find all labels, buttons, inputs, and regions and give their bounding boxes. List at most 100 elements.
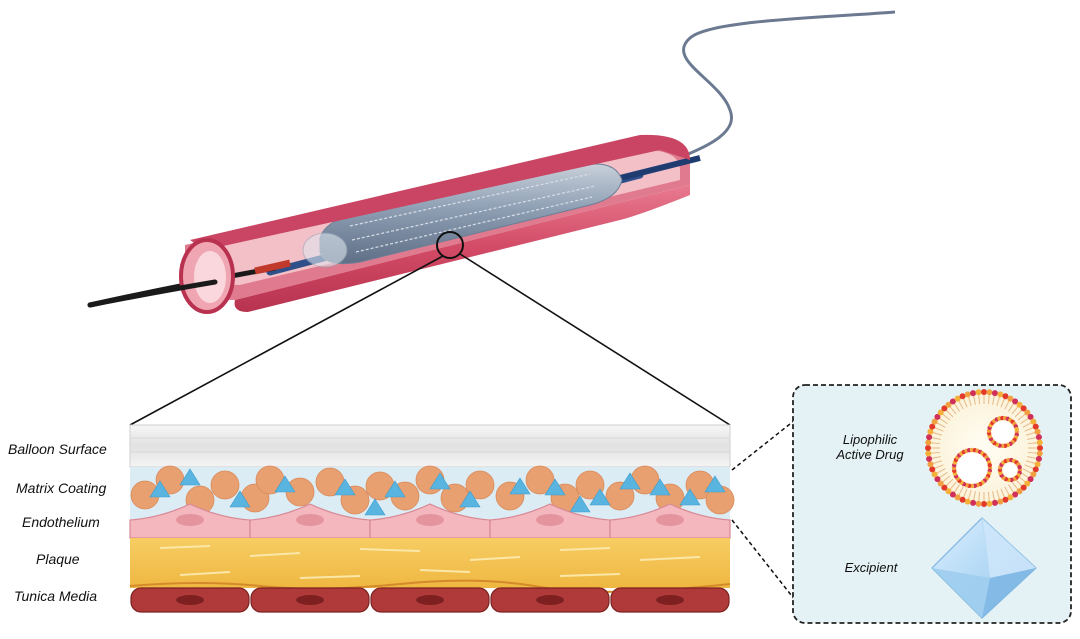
micelle-head (964, 391, 971, 398)
drug-particle (465, 470, 495, 500)
micelle-head (1032, 423, 1039, 430)
endothelial-nucleus (536, 514, 564, 526)
drug-particle (575, 470, 605, 500)
plaque-streaks (159, 545, 701, 579)
excipient-particle (544, 478, 566, 496)
micelle-head (1030, 471, 1037, 478)
label-balloon-surface: Balloon Surface (8, 441, 107, 457)
micelle-head (1034, 461, 1041, 468)
micelle-head (1020, 405, 1027, 412)
legend-drug-line1: Lipophilic (842, 432, 898, 447)
micelle-head (1034, 428, 1041, 435)
excipient-crystal-icon (931, 517, 1037, 619)
micelle-head (970, 390, 977, 397)
micelle-head (1036, 450, 1043, 457)
micelle-head (941, 405, 948, 412)
micelle-head (934, 413, 941, 420)
balloon-texture (349, 173, 596, 253)
vesicle-core (1003, 463, 1017, 477)
excipient-particle (229, 490, 251, 508)
vessel-top-wall (190, 134, 690, 250)
micelle-head (1007, 395, 1014, 402)
micelle-head (937, 409, 944, 416)
endothelial-nucleus (416, 514, 444, 526)
micelle-head (1002, 496, 1009, 503)
excipient-particle (704, 475, 726, 493)
tunica-media-layer (130, 587, 730, 613)
guidewire-front (87, 279, 218, 308)
legend-drug-label: Lipophilic Active Drug (822, 432, 918, 462)
micelle-head (1012, 491, 1019, 498)
micelle-head (1035, 434, 1042, 441)
zoom-line-left (129, 255, 444, 426)
micelle-head (1024, 480, 1031, 487)
legend-drug-line2: Active Drug (836, 447, 904, 462)
cross-section (129, 424, 735, 613)
micelle-head (926, 455, 933, 462)
vesicle-core (957, 453, 987, 483)
micelle-head (929, 466, 936, 473)
micelle-head (927, 461, 934, 468)
excipient-particle (509, 477, 531, 495)
guidewire-tail (659, 10, 896, 167)
smooth-muscle-nucleus (536, 595, 564, 605)
micelle-head (954, 395, 961, 402)
micelle-head (1035, 455, 1042, 462)
micelle-head (929, 423, 936, 430)
matrix-particles (130, 465, 735, 516)
excipient-particle (384, 480, 406, 498)
endothelium-layer (129, 503, 731, 539)
excipient-particle (589, 488, 611, 506)
label-matrix-coating: Matrix Coating (16, 480, 107, 496)
plaque-layer (130, 538, 730, 588)
endothelial-nucleus (656, 514, 684, 526)
micelle-head (981, 501, 987, 507)
catheter-tip (254, 259, 291, 275)
zoom-circle (436, 231, 464, 259)
micelle-head (934, 476, 941, 483)
micelle-head (981, 389, 987, 395)
micelle-head (927, 428, 934, 435)
micelle-head (970, 499, 977, 506)
endothelial-nucleus (176, 514, 204, 526)
smooth-muscle-nucleus (176, 595, 204, 605)
smooth-muscle-nucleus (656, 595, 684, 605)
micelle-head (925, 445, 931, 451)
legend-box (792, 384, 1072, 624)
micelle-head (1024, 409, 1031, 416)
micelle-head (997, 391, 1004, 398)
micelle-head (937, 480, 944, 487)
excipient-particle (334, 478, 356, 496)
legend-connector-top (731, 419, 796, 471)
excipient-particle (619, 472, 641, 490)
excipient-particle (364, 498, 386, 516)
vessel-lumen (194, 251, 226, 303)
micelle-head (1012, 398, 1019, 405)
micelle-head (1016, 488, 1023, 495)
micelle-head (931, 418, 938, 425)
micelle-head (945, 488, 952, 495)
excipient-particle (179, 468, 201, 486)
vesicle-head (987, 462, 992, 468)
micelle-head (949, 491, 956, 498)
micelle-head (1027, 413, 1034, 420)
micelle-head (945, 401, 952, 408)
micelle-head (1027, 476, 1034, 483)
micelle-head (1037, 445, 1043, 451)
catheter-shaft-right (611, 155, 701, 183)
micelle-head (959, 496, 966, 503)
micelle-head (975, 389, 982, 396)
micelle-head (991, 390, 998, 397)
micelle-head (975, 500, 982, 507)
micelle-head (1030, 418, 1037, 425)
excipient-particle (274, 475, 296, 493)
balloon-cone (302, 232, 348, 268)
endothelial-nucleus (296, 514, 324, 526)
micelle-head (997, 498, 1004, 505)
micelle-head (986, 389, 993, 396)
micelle-head (1036, 439, 1043, 446)
vesicle-head (1014, 426, 1019, 432)
micelle-head (954, 494, 961, 501)
excipient-particle (679, 488, 701, 506)
